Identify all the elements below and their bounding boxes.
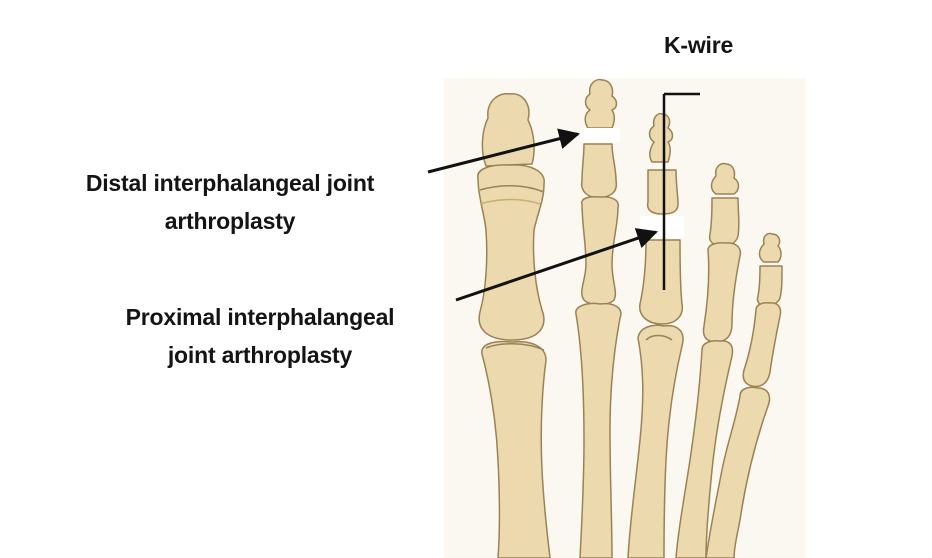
- k-wire-label-text: K-wire: [664, 26, 784, 64]
- dip-label-line-2: arthroplasty: [40, 202, 420, 240]
- second-toe-distal-phalanx: [585, 80, 616, 128]
- dip-label-line-1: Distal interphalangeal joint: [40, 164, 420, 202]
- second-toe-middle-phalanx: [582, 144, 617, 198]
- dip-resection-gap: [580, 128, 620, 142]
- fourth-toe-middle-phalanx: [710, 198, 739, 246]
- third-toe-distal-phalanx: [650, 114, 673, 162]
- pip-label-line-1: Proximal interphalangeal: [80, 298, 440, 336]
- dip-arthroplasty-label: Distal interphalangeal joint arthroplast…: [40, 164, 420, 240]
- pip-label-line-2: joint arthroplasty: [80, 336, 440, 374]
- fifth-toe-middle-phalanx: [757, 266, 782, 306]
- hallux-proximal-phalanx: [478, 165, 544, 340]
- pip-arthroplasty-label: Proximal interphalangeal joint arthropla…: [80, 298, 440, 374]
- third-toe-proximal-phalanx: [640, 240, 683, 324]
- k-wire-label: K-wire: [664, 26, 784, 64]
